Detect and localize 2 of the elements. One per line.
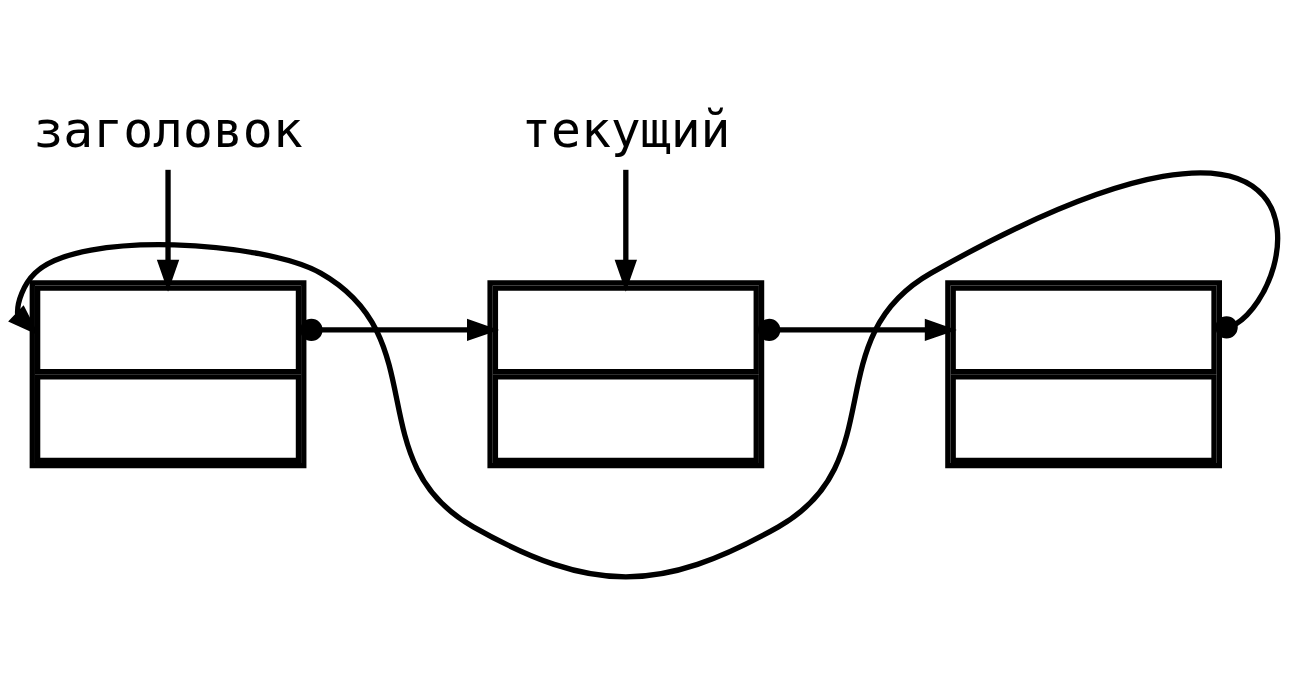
node-text: текущий: [521, 100, 731, 159]
node-text: заголовок: [33, 100, 303, 159]
